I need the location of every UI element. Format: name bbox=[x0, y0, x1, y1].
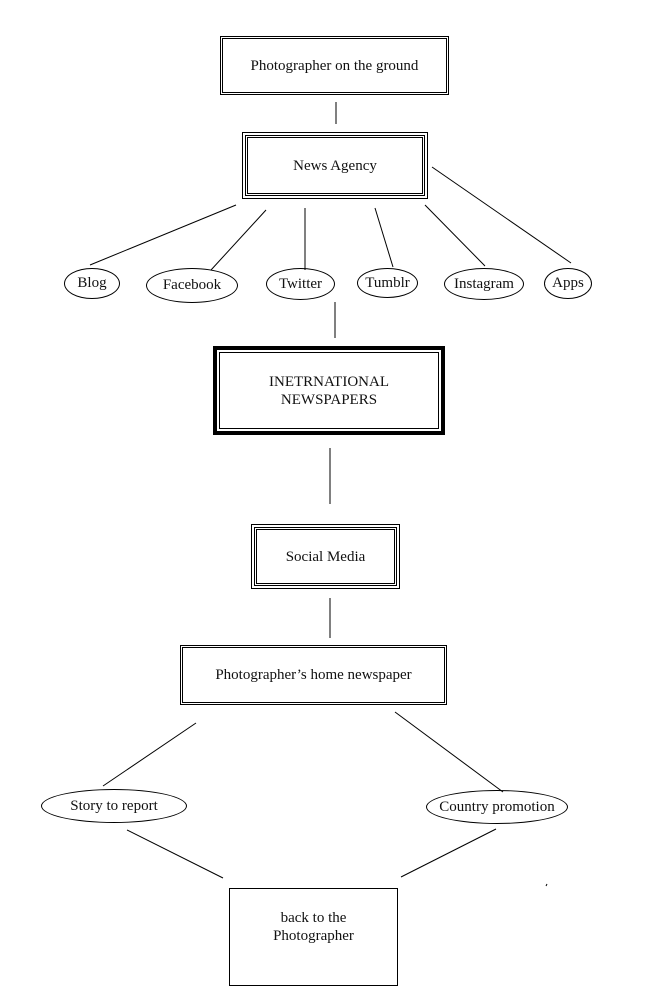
outcome-story-to-report: Story to report bbox=[41, 789, 187, 823]
connector-agency-to-apps bbox=[431, 166, 572, 264]
channel-tumblr: Tumblr bbox=[357, 268, 418, 298]
channel-facebook: Facebook bbox=[146, 268, 238, 303]
channel-apps: Apps bbox=[544, 268, 592, 299]
stray-mark bbox=[545, 883, 548, 887]
outcome-label: Story to report bbox=[70, 797, 158, 814]
node-label-line1: back to the bbox=[280, 910, 347, 926]
node-back-to-photographer: back to the Photographer bbox=[229, 888, 398, 986]
outcome-country-promotion: Country promotion bbox=[426, 790, 568, 824]
connector-agency-to-tumblr bbox=[374, 207, 394, 268]
channel-label: Facebook bbox=[162, 277, 222, 293]
node-social-media: Social Media bbox=[251, 524, 400, 589]
connector-agency-to-instagram bbox=[424, 204, 486, 267]
node-international-newspapers: INETRNATIONAL NEWSPAPERS bbox=[213, 346, 445, 435]
channel-label: Tumblr bbox=[365, 274, 410, 291]
channel-instagram: Instagram bbox=[444, 268, 524, 300]
connector-agency-to-facebook bbox=[210, 209, 267, 271]
node-label: Photographer on the ground bbox=[250, 57, 419, 74]
node-label: Social Media bbox=[285, 548, 366, 565]
channel-label: Blog bbox=[77, 275, 107, 291]
node-label-line2: NEWSPAPERS bbox=[280, 391, 378, 408]
outcome-label: Country promotion bbox=[439, 798, 555, 815]
node-home-newspaper: Photographer’s home newspaper bbox=[180, 645, 447, 705]
node-news-agency: News Agency bbox=[242, 132, 428, 199]
node-label: News Agency bbox=[293, 157, 377, 174]
node-label-line1: INETRNATIONAL bbox=[269, 373, 389, 390]
channel-blog: Blog bbox=[64, 268, 120, 299]
channel-twitter: Twitter bbox=[266, 268, 335, 300]
node-label: Photographer’s home newspaper bbox=[215, 667, 412, 683]
connector-home-to-country bbox=[394, 711, 504, 793]
channel-label: Twitter bbox=[278, 275, 323, 292]
connector-agency-to-blog bbox=[89, 204, 237, 266]
node-label-line2: Photographer bbox=[273, 928, 354, 944]
connector-country-to-back bbox=[400, 828, 497, 878]
connector-home-to-story bbox=[102, 722, 197, 787]
channel-label: Instagram bbox=[454, 275, 514, 292]
node-photographer-on-ground: Photographer on the ground bbox=[220, 36, 449, 95]
connector-story-to-back bbox=[126, 829, 224, 879]
channel-label: Apps bbox=[552, 275, 584, 291]
